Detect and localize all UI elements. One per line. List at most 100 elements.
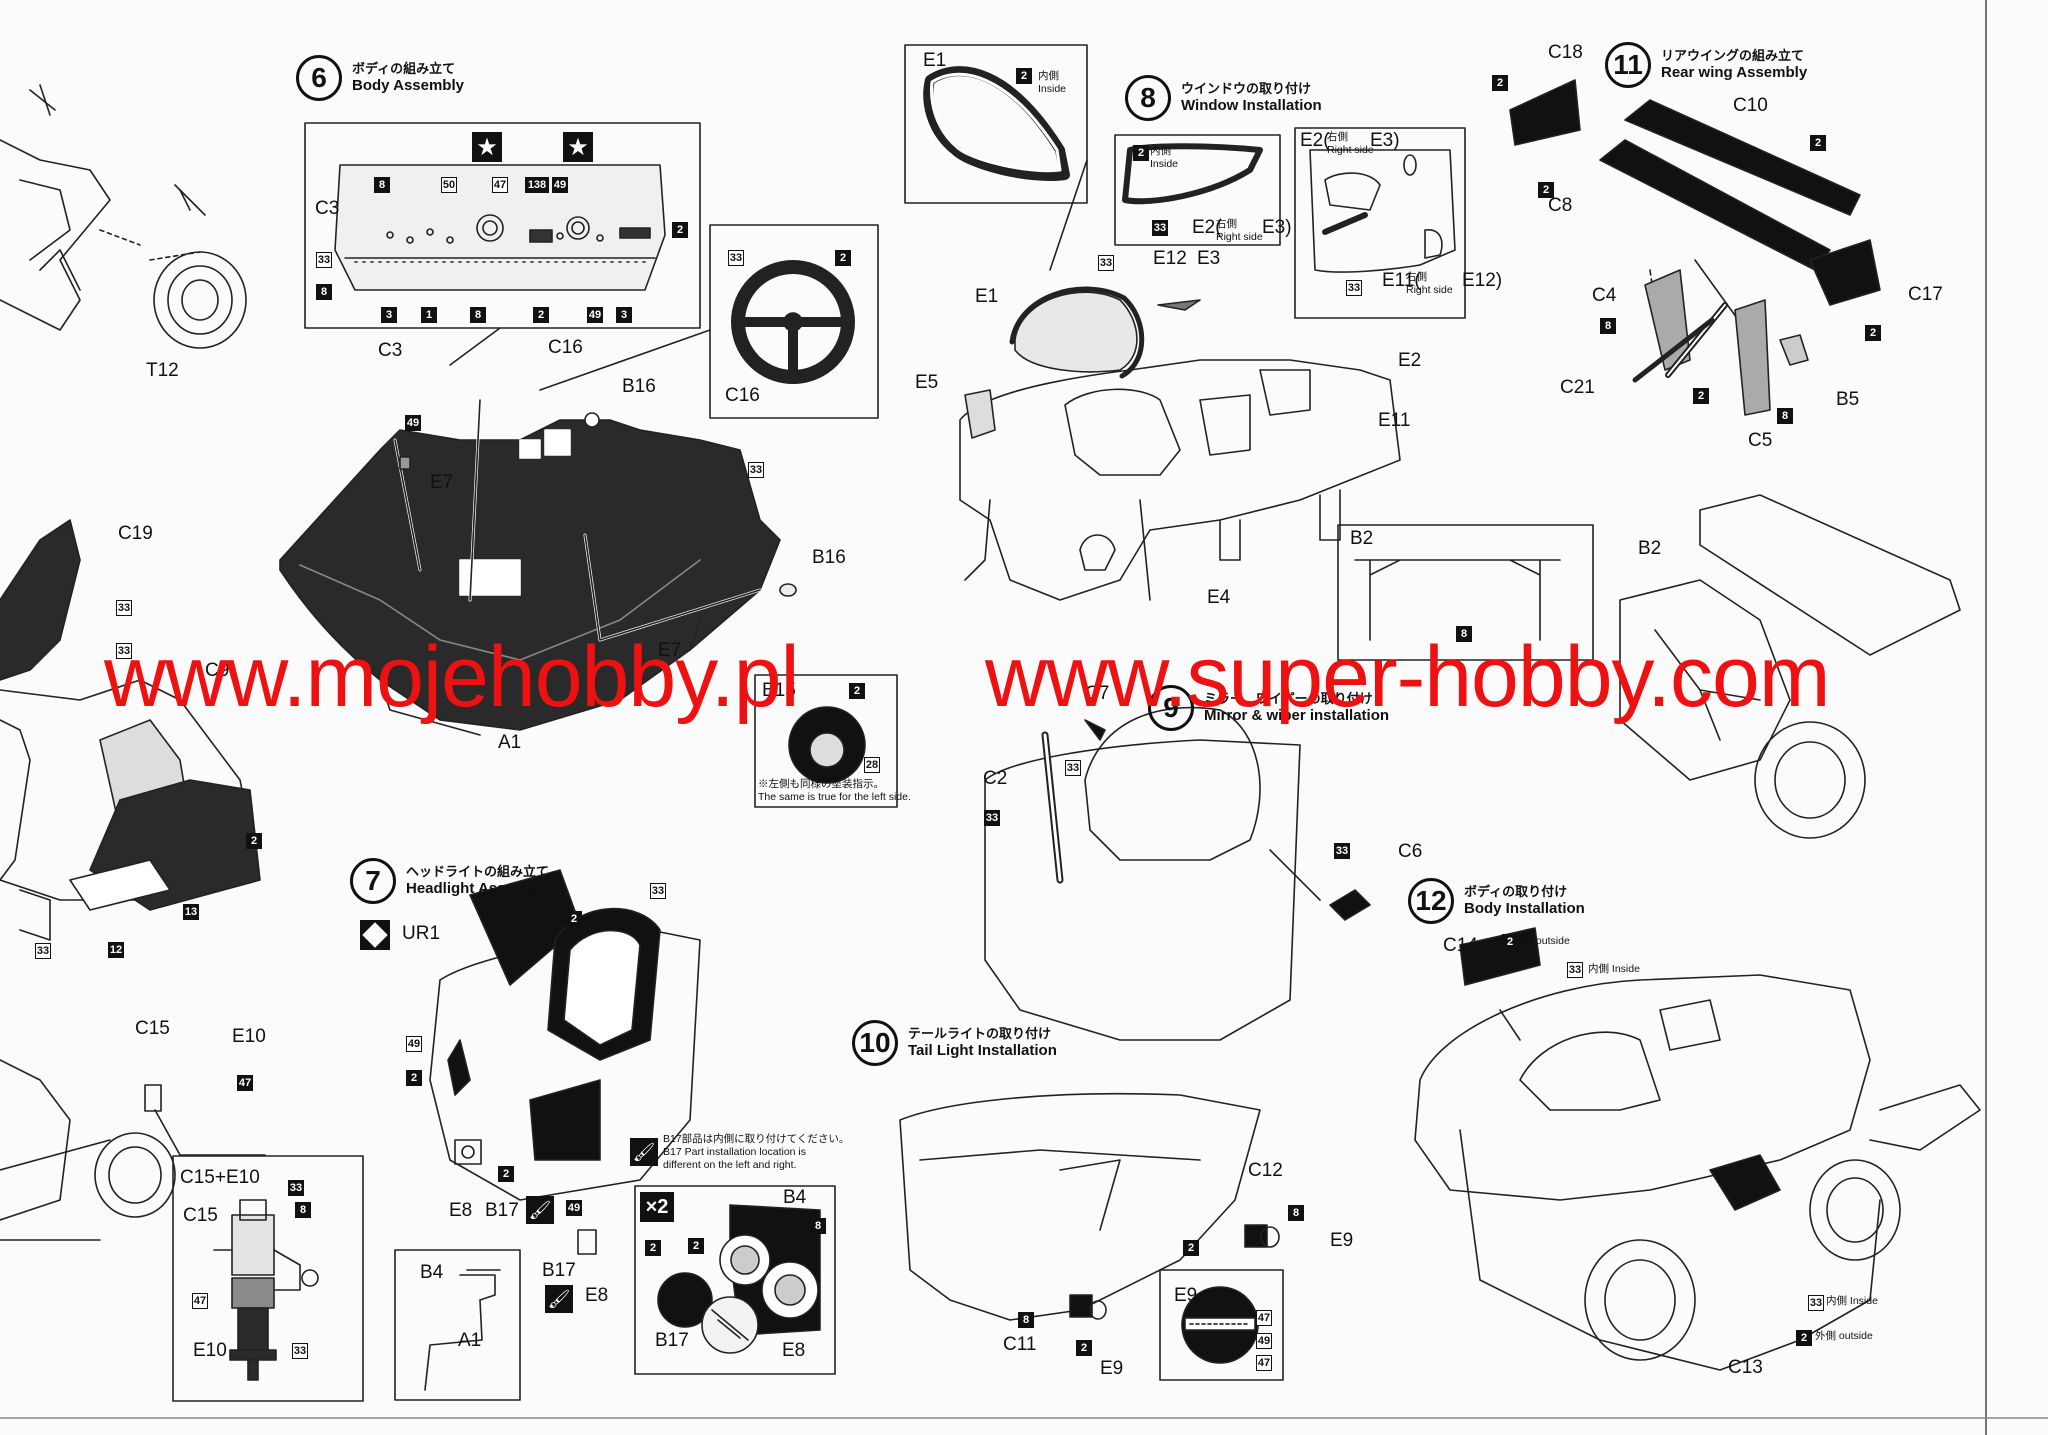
paint-code: 8 xyxy=(1777,408,1793,424)
diamond-marker-icon xyxy=(360,920,390,950)
paint-code: 47 xyxy=(1256,1355,1272,1371)
part-label: E3 xyxy=(1197,248,1221,269)
paint-code: 2 xyxy=(1538,182,1554,198)
step-title-jp: ヘッドライトの組み立て xyxy=(406,863,550,879)
part-label: C6 xyxy=(1398,841,1423,862)
paint-code: 33 xyxy=(984,810,1000,826)
part-label: C21 xyxy=(1560,377,1595,398)
step-title-jp: ウインドウの取り付け xyxy=(1181,80,1312,96)
paint-brush-icon: 🖌 xyxy=(545,1285,573,1313)
step-number: 8 xyxy=(1125,75,1171,121)
part-label: B5 xyxy=(1836,389,1860,410)
part-label: E8 xyxy=(449,1200,473,1221)
paint-code: 2 xyxy=(1502,934,1518,950)
paint-code: 33 xyxy=(728,250,744,266)
paint-brush-icon: 🖌 xyxy=(526,1196,554,1224)
paint-code: 8 xyxy=(1456,626,1472,642)
b15-note: ※左側も同様の塗装指示。The same is true for the lef… xyxy=(758,778,911,804)
paint-code: 47 xyxy=(1256,1310,1272,1326)
part-label: E9 xyxy=(1330,1230,1354,1251)
step-title-en: Body Installation xyxy=(1464,899,1585,917)
watermark-left: www.mojehobby.pl xyxy=(104,629,800,725)
watermark-right: www.super-hobby.com xyxy=(985,629,1831,725)
step-number: 9 xyxy=(1148,685,1194,731)
part-label: C5 xyxy=(1748,430,1773,451)
paint-code: 33 xyxy=(748,462,764,478)
quantity-badge: ×2 xyxy=(640,1192,674,1222)
part-label: E8 xyxy=(782,1340,806,1361)
part-label: C11 xyxy=(1003,1334,1037,1355)
paint-code: 33 xyxy=(292,1343,308,1359)
paint-code: 49 xyxy=(566,1200,582,1216)
part-label: E5 xyxy=(915,372,939,393)
part-label: B17 xyxy=(542,1260,576,1281)
paint-code: 13 xyxy=(183,904,199,920)
part-label: C7 xyxy=(1085,683,1110,704)
outside-note: 外側 outside xyxy=(1815,1330,1873,1342)
paint-code: 28 xyxy=(864,757,880,773)
paint-code: 8 xyxy=(1600,318,1616,334)
paint-code: 3 xyxy=(616,307,632,323)
paint-code: 2 xyxy=(1865,325,1881,341)
paint-code: 12 xyxy=(108,942,124,958)
part-label: C4 xyxy=(1592,285,1617,306)
paint-code: 2 xyxy=(1796,1330,1812,1346)
paint-code: 33 xyxy=(1567,962,1583,978)
part-label: E10 xyxy=(193,1340,227,1361)
step-title-en: Tail Light Installation xyxy=(908,1041,1057,1059)
part-label: E2( xyxy=(1300,130,1330,151)
paint-code: 33 xyxy=(1065,760,1081,776)
outside-note: 外側 outside xyxy=(1512,935,1570,947)
paint-code: 2 xyxy=(849,683,865,699)
paint-code: 2 xyxy=(1810,135,1826,151)
part-label: B17 xyxy=(485,1200,519,1221)
part-label: C10 xyxy=(1733,95,1768,116)
paint-code: 2 xyxy=(1133,145,1149,161)
paint-code: 2 xyxy=(688,1238,704,1254)
paint-brush-icon: 🖌 xyxy=(630,1138,658,1166)
part-label: E10 xyxy=(232,1026,266,1047)
paint-code: 47 xyxy=(192,1293,208,1309)
paint-code: 8 xyxy=(810,1218,826,1234)
paint-code: 50 xyxy=(441,177,457,193)
step-number: 10 xyxy=(852,1020,898,1066)
paint-code: 2 xyxy=(1183,1240,1199,1256)
paint-code: 8 xyxy=(470,307,486,323)
part-label: C15 xyxy=(183,1205,218,1226)
part-label: B16 xyxy=(812,547,846,568)
paint-code: 2 xyxy=(533,307,549,323)
part-label: E12) xyxy=(1462,270,1503,291)
part-label: E12 xyxy=(1153,248,1187,269)
part-label: B17 xyxy=(655,1330,689,1351)
part-label: C8 xyxy=(1548,195,1573,216)
paint-code: 2 xyxy=(566,911,582,927)
part-label: E1 xyxy=(975,286,999,307)
paint-code: 49 xyxy=(552,177,568,193)
paint-code: 33 xyxy=(35,943,51,959)
part-label: C16 xyxy=(548,337,583,358)
paint-code: 33 xyxy=(1098,255,1114,271)
part-label: A1 xyxy=(458,1330,482,1351)
part-label: E2( xyxy=(1192,217,1222,238)
paint-code: 1 xyxy=(421,307,437,323)
part-label: E3) xyxy=(1370,130,1400,151)
part-label: C12 xyxy=(1248,1160,1283,1181)
step-number: 6 xyxy=(296,55,342,101)
paint-code: 2 xyxy=(1016,68,1032,84)
paint-code: 33 xyxy=(1152,220,1168,236)
paint-code: 33 xyxy=(316,252,332,268)
step-number: 7 xyxy=(350,858,396,904)
paint-code: 33 xyxy=(288,1180,304,1196)
part-label: C3 xyxy=(378,340,403,361)
paint-code: 2 xyxy=(246,833,262,849)
paint-code: 47 xyxy=(492,177,508,193)
part-label: C18 xyxy=(1548,42,1583,63)
star-icon: ★ xyxy=(563,132,593,162)
paint-code: 2 xyxy=(835,250,851,266)
